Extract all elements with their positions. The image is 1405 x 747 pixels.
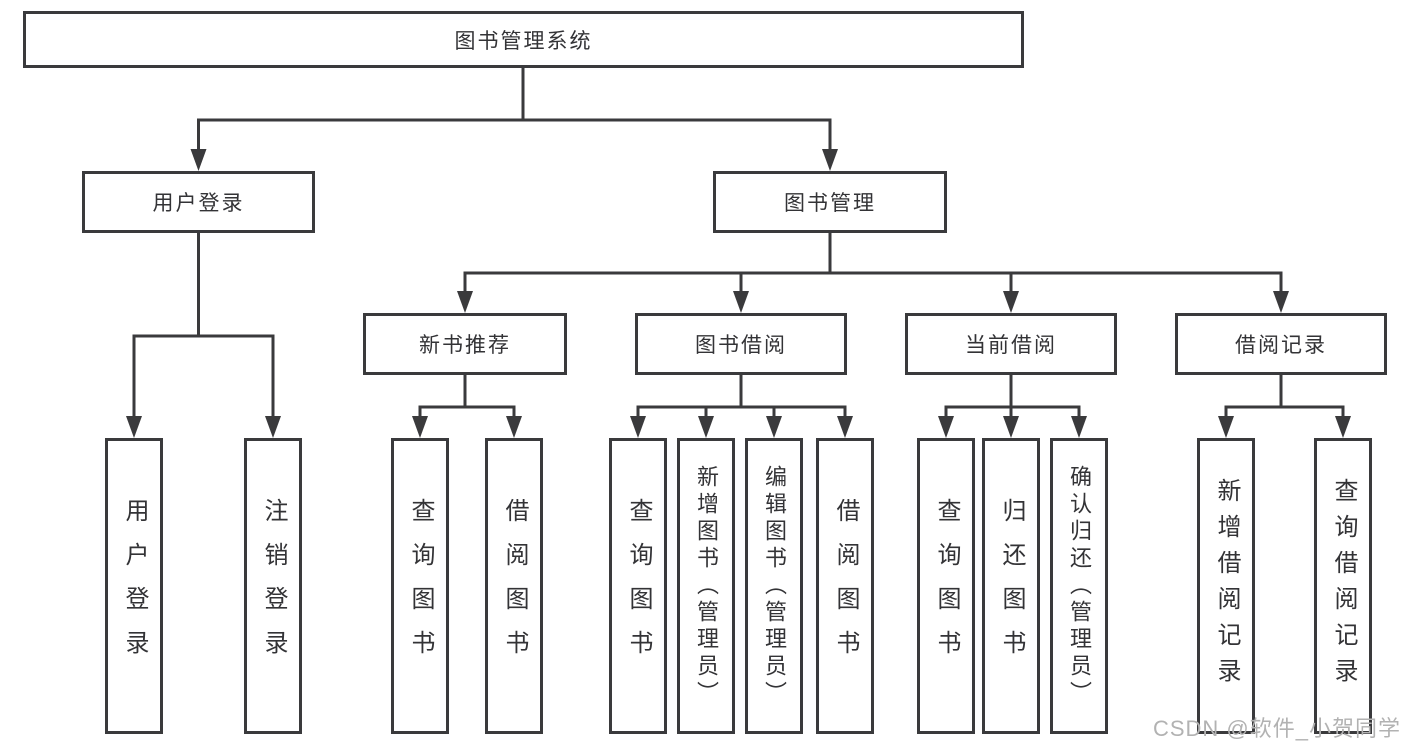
leaf-add-books-admin-label: 新增图书（管理员） [694,464,719,708]
node-root: 图书管理系统 [23,11,1024,68]
leaf-logout: 注销登录 [244,438,302,734]
node-current-borrowing: 当前借阅 [905,313,1117,375]
connector-root-to-level1 [197,68,832,150]
arrow-icon [938,416,954,438]
arrow-icon [766,416,782,438]
node-book-borrowing: 图书借阅 [635,313,847,375]
connector-current-borrowing-to-leaves [944,375,1081,418]
node-borrowing-records: 借阅记录 [1175,313,1387,375]
arrow-icon [822,149,838,171]
arrowheads [126,149,1351,438]
leaf-borrow-books-recommend: 借阅图书 [485,438,543,734]
leaf-confirm-return-admin-label: 确认归还（管理员） [1067,464,1092,708]
leaf-add-borrow-record-label: 新增借阅记录 [1213,478,1240,694]
connector-book-borrowing-to-leaves [636,375,847,418]
leaf-query-borrow-record: 查询借阅记录 [1314,438,1372,734]
arrow-icon [190,149,207,171]
arrow-icon [412,416,428,438]
leaf-borrow-books-borrowing-label: 借阅图书 [832,498,859,674]
arrow-icon [457,291,473,313]
arrow-icon [1003,416,1019,438]
leaf-return-books: 归还图书 [982,438,1040,734]
leaf-user-login: 用户登录 [105,438,163,734]
leaf-query-borrow-record-label: 查询借阅记录 [1330,478,1357,694]
node-current-borrowing-label: 当前借阅 [965,334,1057,357]
arrow-icon [265,416,281,438]
arrow-icon [1003,291,1019,313]
node-book-borrowing-label: 图书借阅 [695,334,787,357]
leaf-add-borrow-record: 新增借阅记录 [1197,438,1255,734]
leaf-user-login-label: 用户登录 [121,498,148,674]
leaf-borrow-books-recommend-label: 借阅图书 [501,498,528,674]
node-new-book-recommendation: 新书推荐 [363,313,567,375]
leaf-query-books-current: 查询图书 [917,438,975,734]
node-user-login-label: 用户登录 [152,192,245,215]
node-new-book-recommendation-label: 新书推荐 [419,334,511,357]
csdn-watermark: CSDN @软件_小贺同学 [1152,716,1401,741]
node-user-login: 用户登录 [82,171,315,233]
leaf-query-books-current-label: 查询图书 [933,498,960,674]
leaf-edit-books-admin: 编辑图书（管理员） [745,438,803,734]
connector-book-management-to-level2 [463,233,1283,293]
arrow-icon [1071,416,1087,438]
arrow-icon [630,416,646,438]
leaf-query-books-recommend-label: 查询图书 [407,498,434,674]
connector-user-login-to-leaves [132,233,275,418]
connector-borrowing-records-to-leaves [1224,375,1345,418]
leaf-query-books-borrowing-label: 查询图书 [625,498,652,674]
leaf-query-books-borrowing: 查询图书 [609,438,667,734]
arrow-icon [506,416,522,438]
arrow-icon [1335,416,1351,438]
leaf-borrow-books-borrowing: 借阅图书 [816,438,874,734]
arrow-icon [733,291,749,313]
connector-new-book-recommendation-to-leaves [418,375,516,418]
leaf-return-books-label: 归还图书 [998,498,1025,674]
arrow-icon [837,416,853,438]
arrow-icon [698,416,714,438]
node-book-management-label: 图书管理 [784,192,876,215]
node-borrowing-records-label: 借阅记录 [1235,334,1327,357]
leaf-add-books-admin: 新增图书（管理员） [677,438,735,734]
arrow-icon [1273,291,1289,313]
leaf-edit-books-admin-label: 编辑图书（管理员） [762,464,787,708]
node-root-label: 图书管理系统 [454,29,593,53]
arrow-icon [126,416,142,438]
leaf-confirm-return-admin: 确认归还（管理员） [1050,438,1108,734]
leaf-query-books-recommend: 查询图书 [391,438,449,734]
node-book-management: 图书管理 [713,171,947,233]
arrow-icon [1218,416,1234,438]
leaf-logout-label: 注销登录 [260,498,287,674]
